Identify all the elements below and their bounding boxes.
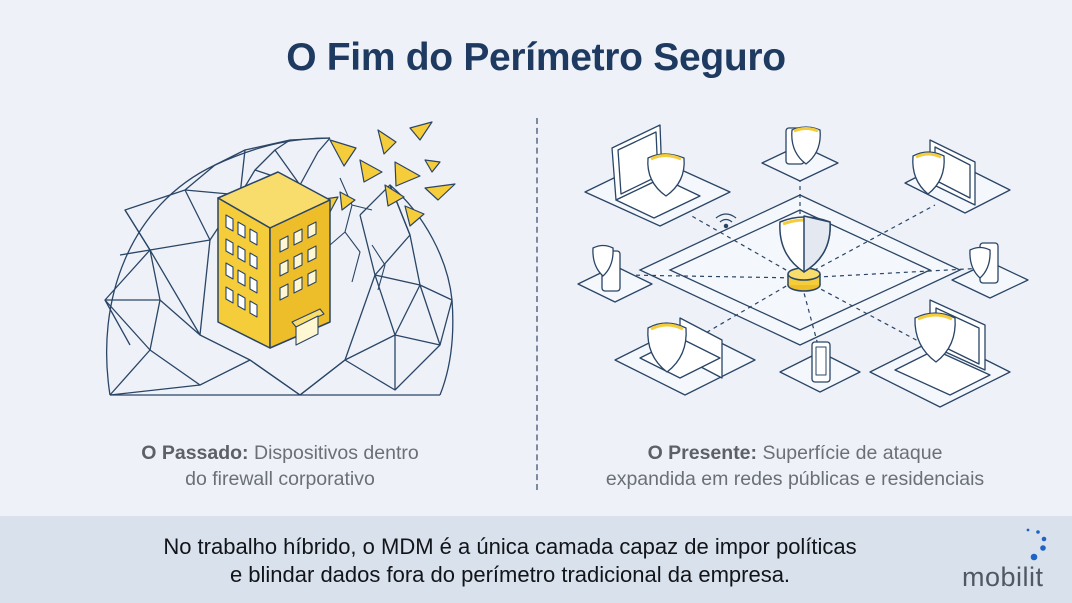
- left-caption-line1: Dispositivos dentro: [248, 442, 419, 464]
- footer-message: No trabalho híbrido, o MDM é a única cam…: [60, 533, 960, 589]
- left-caption-line2: do firewall corporativo: [185, 468, 375, 490]
- phone-device-icon-right: [951, 242, 1029, 299]
- page-title: O Fim do Perímetro Seguro: [286, 36, 786, 79]
- right-caption-line1: Superfície de ataque: [757, 442, 943, 464]
- right-caption-line2: expandida em redes públicas e residencia…: [605, 468, 985, 490]
- right-caption: O Presente: Superfície de ataque expandi…: [560, 440, 1030, 492]
- dome-shards: [317, 121, 456, 227]
- phone-device-icon: [761, 126, 839, 182]
- wifi-icon: [715, 213, 737, 229]
- central-shield-icon: [779, 215, 831, 292]
- footer-line2: e blindar dados fora do perímetro tradic…: [229, 562, 791, 587]
- panel-divider: [536, 118, 538, 490]
- logo-dots-icon: [1026, 528, 1047, 561]
- corporate-building: [217, 171, 331, 349]
- tablet-device-icon: [904, 139, 1011, 214]
- phone-device-icon-bottom: [779, 341, 861, 393]
- laptop-device-icon-bottom: [614, 317, 756, 396]
- footer-line1: No trabalho híbrido, o MDM é a única cam…: [163, 534, 857, 559]
- laptop-device-icon: [584, 124, 731, 227]
- right-caption-strong: O Presente:: [647, 442, 758, 464]
- laptop-device-icon-right: [869, 299, 1011, 408]
- phone-device-icon-left: [577, 244, 653, 303]
- left-caption-strong: O Passado:: [141, 442, 249, 464]
- footer-band: [0, 516, 1072, 603]
- mobilit-logo: mobilit: [962, 562, 1044, 592]
- left-caption: O Passado: Dispositivos dentro do firewa…: [90, 440, 470, 492]
